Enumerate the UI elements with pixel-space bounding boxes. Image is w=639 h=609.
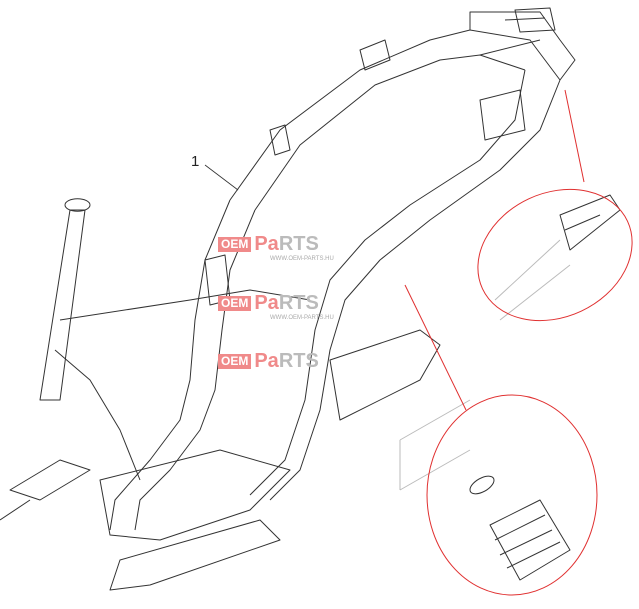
- watermark: OEM Pa RTS WWW.OEM-PARTS.HU: [218, 292, 334, 322]
- footrest-brackets: [0, 329, 441, 521]
- watermark-rts: RTS: [278, 292, 319, 314]
- watermark-oem: OEM: [218, 353, 252, 369]
- protective-boot: [489, 499, 571, 581]
- floor-section: [99, 449, 291, 591]
- watermark-pa: Pa: [254, 233, 279, 255]
- brackets: [204, 7, 556, 306]
- watermark-rts: RTS: [278, 233, 319, 255]
- ghost-bushing: [399, 399, 471, 491]
- watermark-url: WWW.OEM-PARTS.HU: [270, 315, 334, 321]
- watermark: OEM Pa RTS: [218, 350, 319, 372]
- detail-circle-upper: [477, 188, 633, 322]
- watermark-pa: Pa: [254, 350, 279, 372]
- frame-left-tube: [229, 29, 561, 211]
- watermark-brand: OEM Pa RTS: [218, 350, 319, 372]
- frame-left-downtube: [109, 199, 256, 531]
- ghost-tube-detail: [494, 239, 571, 321]
- rubber-bushing: [559, 194, 621, 251]
- frame-right-tube: [249, 69, 561, 501]
- steering-head: [39, 198, 91, 401]
- watermark-brand: OEM Pa RTS: [218, 292, 319, 314]
- frame-rear-cross: [469, 11, 576, 81]
- leader-line-upper: [564, 89, 585, 183]
- watermark-pa: Pa: [254, 292, 279, 314]
- watermark-oem: OEM: [218, 295, 252, 311]
- detail-circle-lower: [426, 394, 598, 596]
- leader-line-lower: [404, 284, 467, 411]
- watermark-oem: OEM: [218, 236, 252, 252]
- callout-leader: [204, 164, 239, 191]
- watermark: OEM Pa RTS WWW.OEM-PARTS.HU: [218, 233, 334, 263]
- hose-clamp: [469, 475, 495, 495]
- part-callout-1: 1: [191, 153, 200, 170]
- watermark-rts: RTS: [278, 350, 319, 372]
- watermark-brand: OEM Pa RTS: [218, 233, 319, 255]
- front-brace: [54, 289, 311, 481]
- watermark-url: WWW.OEM-PARTS.HU: [270, 256, 334, 262]
